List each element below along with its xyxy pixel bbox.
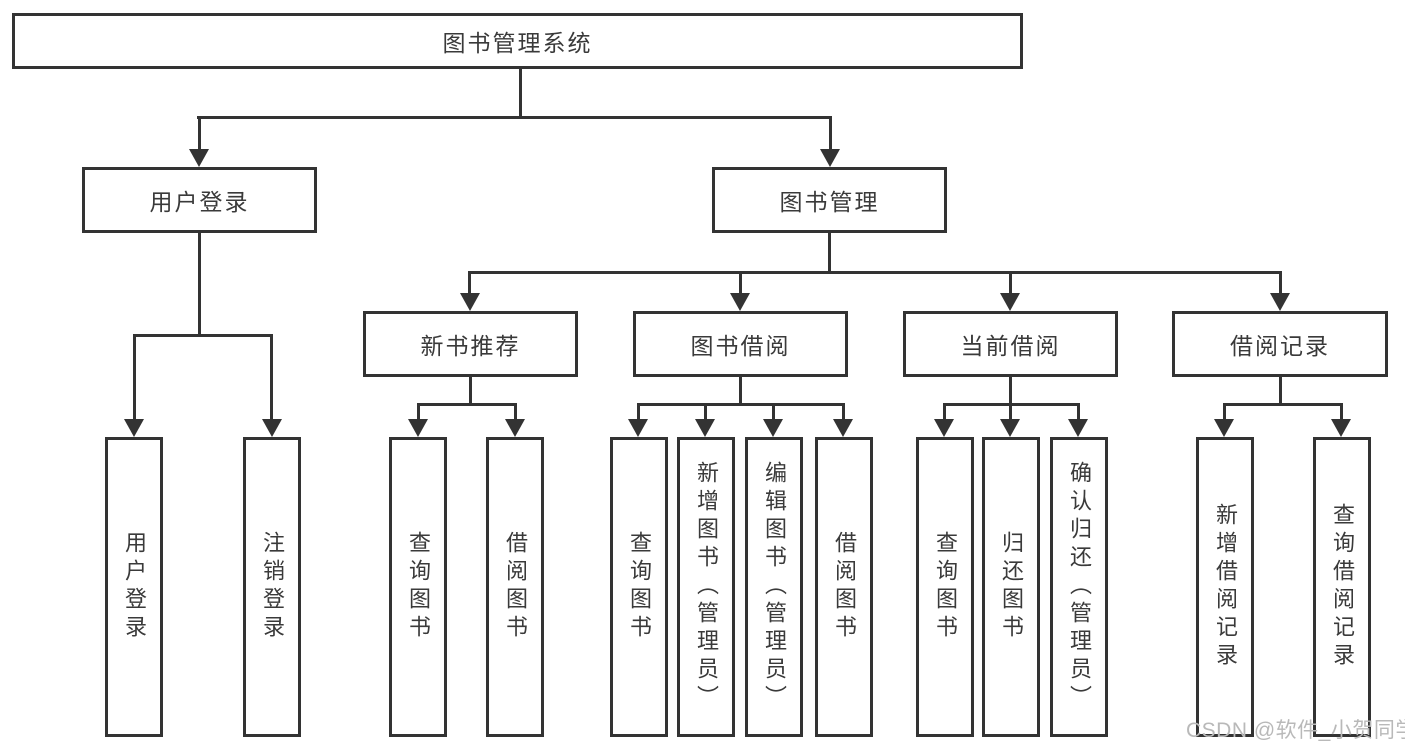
- connector-drop-bb-edit: [772, 403, 775, 421]
- leaf-br-query-record: 查询借阅记录: [1313, 437, 1371, 737]
- connector-drop-book-management: [829, 116, 832, 152]
- connector-drop-bb-query: [637, 403, 640, 421]
- connector-root-rail: [197, 116, 832, 119]
- arrowhead-leaf-user-login: [124, 419, 144, 437]
- leaf-bb-edit-books-admin: 编辑图书（管理员）: [745, 437, 803, 737]
- arrowhead-cb-query: [934, 419, 954, 437]
- connector-drop-user-login: [198, 116, 201, 152]
- connector-new-books-rail: [418, 403, 516, 406]
- connector-drop-new-books: [468, 271, 471, 295]
- leaf-label: 查询图书: [933, 531, 958, 643]
- connector-drop-borrow-records: [1279, 271, 1282, 295]
- leaf-bb-add-books-admin: 新增图书（管理员）: [677, 437, 735, 737]
- arrowhead-nb-borrow: [505, 419, 525, 437]
- connector-drop-bb-add: [704, 403, 707, 421]
- connector-current-borrow-stem: [1009, 377, 1012, 405]
- leaf-label: 确认归还（管理员）: [1067, 461, 1092, 713]
- leaf-label: 查询图书: [627, 531, 652, 643]
- node-label: 用户登录: [149, 189, 250, 215]
- connector-book-management-rail: [469, 271, 1281, 274]
- connector-drop-leaf-logout: [270, 334, 273, 420]
- leaf-label: 查询图书: [406, 531, 431, 643]
- leaf-bb-query-books: 查询图书: [610, 437, 668, 737]
- arrowhead-cb-confirm: [1068, 419, 1088, 437]
- connector-drop-bb-borrow: [842, 403, 845, 421]
- arrowhead-leaf-logout: [262, 419, 282, 437]
- node-book-borrowing: 图书借阅: [633, 311, 848, 377]
- leaf-cb-return-books: 归还图书: [982, 437, 1040, 737]
- leaf-nb-borrow-books: 借阅图书: [486, 437, 544, 737]
- connector-drop-leaf-user-login: [133, 334, 136, 420]
- leaf-label: 用户登录: [122, 531, 147, 643]
- node-user-login: 用户登录: [82, 167, 317, 233]
- leaf-label: 归还图书: [999, 531, 1024, 643]
- node-label: 借阅记录: [1230, 333, 1330, 359]
- arrowhead-user-login: [189, 149, 209, 167]
- arrowhead-bb-edit: [763, 419, 783, 437]
- connector-borrow-records-stem: [1279, 377, 1282, 405]
- connector-drop-br-query: [1340, 403, 1343, 421]
- arrowhead-book-management: [820, 149, 840, 167]
- leaf-nb-query-books: 查询图书: [389, 437, 447, 737]
- arrowhead-br-add: [1214, 419, 1234, 437]
- arrowhead-br-query: [1331, 419, 1351, 437]
- arrowhead-bb-borrow: [833, 419, 853, 437]
- leaf-label: 新增借阅记录: [1213, 503, 1238, 671]
- leaf-label: 新增图书（管理员）: [694, 461, 719, 713]
- connector-current-borrow-rail: [944, 403, 1080, 406]
- arrowhead-book-borrow: [730, 293, 750, 311]
- leaf-user-login: 用户登录: [105, 437, 163, 737]
- leaf-label: 查询借阅记录: [1330, 503, 1355, 671]
- leaf-label: 借阅图书: [832, 531, 857, 643]
- node-library-management-system: 图书管理系统: [12, 13, 1023, 69]
- arrowhead-current-borrow: [1000, 293, 1020, 311]
- connector-drop-nb-query: [417, 403, 420, 421]
- leaf-label: 注销登录: [260, 531, 285, 643]
- node-label: 图书管理系统: [442, 30, 593, 56]
- leaf-label: 借阅图书: [503, 531, 528, 643]
- node-current-borrowing: 当前借阅: [903, 311, 1118, 377]
- node-borrowing-records: 借阅记录: [1172, 311, 1388, 377]
- node-new-book-recommendation: 新书推荐: [363, 311, 578, 377]
- connector-user-login-rail: [133, 334, 273, 337]
- node-label: 当前借阅: [960, 333, 1061, 359]
- node-label: 图书管理: [779, 189, 880, 215]
- leaf-bb-borrow-books: 借阅图书: [815, 437, 873, 737]
- arrowhead-nb-query: [408, 419, 428, 437]
- leaf-br-add-record: 新增借阅记录: [1196, 437, 1254, 737]
- leaf-label: 编辑图书（管理员）: [762, 461, 787, 713]
- csdn-watermark: CSDN @软件_小贺同学: [1186, 719, 1405, 742]
- connector-book-borrow-rail: [637, 403, 845, 406]
- node-label: 新书推荐: [420, 333, 521, 359]
- connector-drop-cb-return: [1009, 403, 1012, 421]
- node-label: 图书借阅: [690, 333, 791, 359]
- connector-drop-book-borrow: [739, 271, 742, 295]
- connector-drop-current-borrow: [1009, 271, 1012, 295]
- connector-user-login-stem: [198, 233, 201, 335]
- connector-drop-cb-confirm: [1077, 403, 1080, 421]
- arrowhead-new-books: [460, 293, 480, 311]
- connector-drop-br-add: [1223, 403, 1226, 421]
- arrowhead-cb-return: [1000, 419, 1020, 437]
- connector-book-borrow-stem: [739, 377, 742, 405]
- connector-book-management-stem: [828, 233, 831, 273]
- leaf-cb-confirm-return-admin: 确认归还（管理员）: [1050, 437, 1108, 737]
- connector-borrow-records-rail: [1223, 403, 1343, 406]
- connector-new-books-stem: [469, 377, 472, 405]
- leaf-logout: 注销登录: [243, 437, 301, 737]
- node-book-management: 图书管理: [712, 167, 947, 233]
- connector-drop-nb-borrow: [514, 403, 517, 421]
- arrowhead-borrow-records: [1270, 293, 1290, 311]
- arrowhead-bb-add: [695, 419, 715, 437]
- arrowhead-bb-query: [628, 419, 648, 437]
- leaf-cb-query-books: 查询图书: [916, 437, 974, 737]
- connector-root-stem: [519, 69, 522, 118]
- connector-drop-cb-query: [943, 403, 946, 421]
